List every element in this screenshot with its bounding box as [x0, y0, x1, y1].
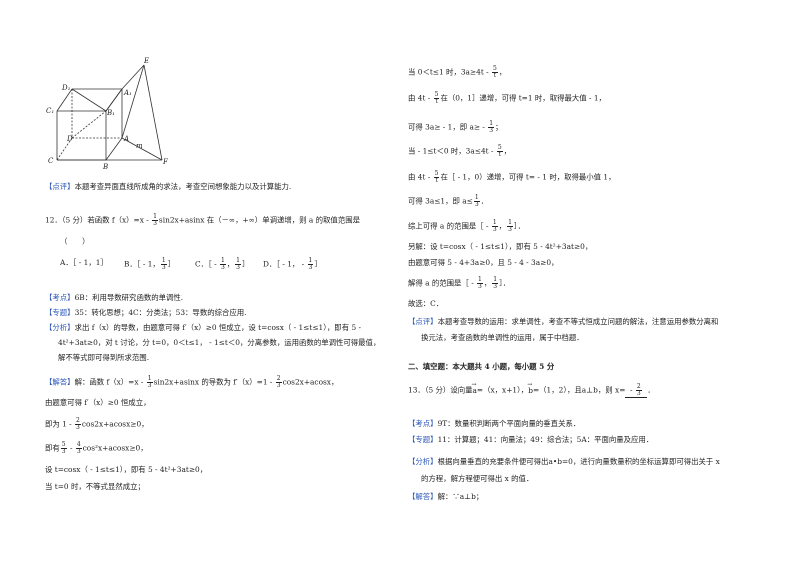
label-C1: C₁ [46, 107, 54, 115]
label-D1: D₁ [61, 84, 71, 92]
fenxi-12-line2: 4t²+3at≥0，对 t 讨论，分 t=0，0＜t≤1， - 1≤t＜0，分离… [58, 338, 381, 347]
tag-dianping: 【点评】 [45, 182, 75, 191]
right-step-9: 由题意可得 5 - 4+3a≥0，且 5 - 4 - 3a≥0， [408, 258, 559, 267]
solution-step-4: 设 t=cosx（ - 1≤t≤1），即有 5 - 4t²+3at≥0， [45, 465, 208, 474]
kaodian-12: 【考点】6B：利用导数研究函数的单调性. [45, 293, 184, 302]
kaodian-13: 【考点】9T：数量积判断两个平面向量的垂直关系． [408, 419, 581, 428]
label-C: C [48, 157, 54, 165]
right-step-11: 故选：C． [408, 299, 444, 308]
fenxi-13-line1: 【分析】根据向量垂直的充要条件便可得出a•b=0，进行向量数量积的坐标运算即可得… [408, 457, 720, 466]
q12-paren: （ ） [60, 237, 90, 246]
cube-figure: D₁ C₁ B₁ A₁ E D A C B F m [46, 57, 169, 170]
solution-step-1: 由题意可得 f′（x）≥0 恒成立， [45, 398, 151, 407]
comment-review-1: 【点评】本题考查异面直线所成角的求法，考查空间想象能力以及计算能力. [45, 182, 292, 191]
q13-stem: 13．（5 分）设向量a=（x，x+1），b=（1，2），且a⊥b，则 x= -… [408, 380, 655, 398]
dianping-12-line2: 换元法，考查函数的单调性的运用，属于中档题． [421, 333, 584, 342]
right-step-8: 另解：设 t=cosx（ - 1≤t≤1），即有 5 - 4t²+3at≥0， [408, 242, 593, 251]
fenxi-13-line2: 的方程，解方程便可得出 x 的值． [421, 474, 534, 483]
label-B1: B₁ [106, 109, 115, 117]
label-A: A [123, 135, 129, 143]
section-title: 二、填空题：本大题共 4 小题，每小题 5 分 [408, 362, 555, 371]
label-E: E [143, 57, 149, 65]
label-D: D [66, 135, 73, 143]
label-B: B [102, 163, 108, 170]
zhuanti-12: 【专题】35：转化思想；4C：分类法；53：导数的综合应用. [45, 308, 247, 317]
jieda-13: 【解答】解：∵a⊥b； [408, 492, 484, 501]
dianping-12-line1: 【点评】本题考查导数的运用：求单调性，考查不等式恒成立问题的解法，注意运用参数分… [408, 317, 719, 326]
fenxi-12-line1: 【分析】求出 f（x）的导数，由题意可得 f′（x）≥0 恒成立，设 t=cos… [45, 323, 361, 332]
fenxi-12-line3: 解不等式即可得到所求范围. [58, 353, 150, 362]
zhuanti-13: 【专题】11：计算题；41：向量法；49：综合法；5A：平面向量及应用． [408, 435, 654, 444]
solution-step-5: 当 t=0 时，不等式显然成立； [45, 482, 145, 491]
label-m: m [136, 142, 143, 150]
label-F: F [162, 158, 169, 166]
q12-option-a: A．［ - 1，1］ [60, 258, 108, 267]
label-A1: A₁ [123, 89, 132, 97]
